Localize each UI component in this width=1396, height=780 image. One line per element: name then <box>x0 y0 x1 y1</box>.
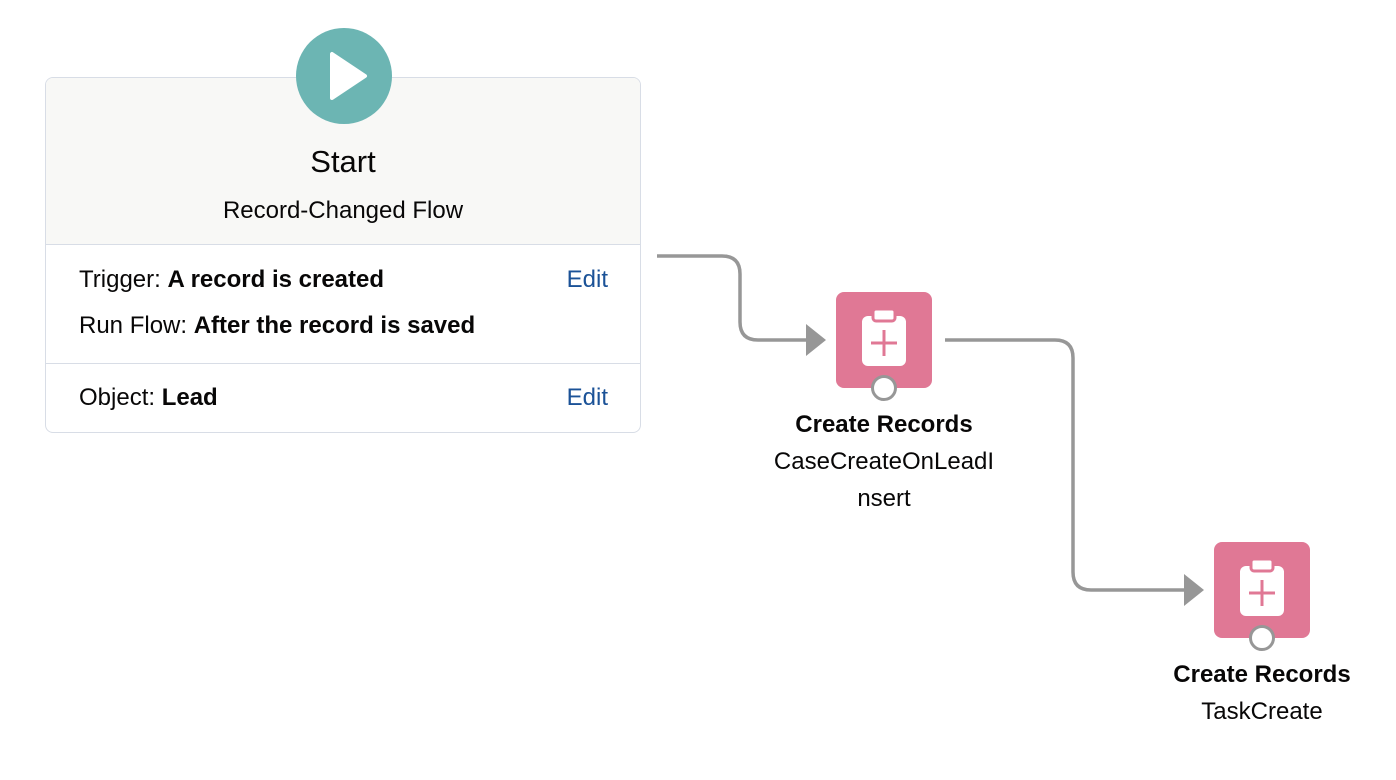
trigger-label: Trigger: <box>79 266 168 293</box>
element-type: Create Records <box>1173 661 1351 688</box>
object-label: Object: <box>79 384 162 411</box>
start-card-divider <box>46 363 640 364</box>
edit-trigger-link[interactable]: Edit <box>566 266 608 293</box>
connector-start-to-case <box>657 254 808 342</box>
add-element-connector[interactable] <box>1249 625 1275 651</box>
run-flow-label: Run Flow: <box>79 312 194 339</box>
connector-case-to-task <box>945 338 1186 592</box>
run-flow-value: After the record is saved <box>193 312 476 339</box>
arrowhead-case <box>806 324 826 356</box>
arrowhead-task <box>1184 574 1204 606</box>
element-name-line-1: CaseCreateOnLeadI <box>773 448 995 475</box>
edit-object-link[interactable]: Edit <box>566 384 608 411</box>
element-type: Create Records <box>795 411 973 438</box>
create-records-icon[interactable] <box>1214 542 1310 638</box>
trigger-value: A record is created <box>167 266 385 293</box>
run-flow-line: Run Flow: After the record is saved <box>79 312 475 340</box>
start-subtitle: Record-Changed Flow <box>222 197 464 224</box>
element-label-case-create: Create Records CaseCreateOnLeadI nsert <box>744 406 1024 517</box>
object-value: Lead <box>161 384 218 411</box>
create-records-icon[interactable] <box>836 292 932 388</box>
start-card[interactable]: Start Record-Changed Flow Trigger: A rec… <box>45 77 641 433</box>
element-label-task-create: Create Records TaskCreate <box>1142 656 1382 730</box>
element-name: TaskCreate <box>1201 698 1323 725</box>
object-line: Object: Lead <box>79 384 218 412</box>
play-icon[interactable] <box>296 28 392 124</box>
element-name-line-2: nsert <box>857 485 911 512</box>
trigger-line: Trigger: A record is created <box>79 266 384 294</box>
start-title: Start <box>310 144 376 179</box>
add-element-connector[interactable] <box>871 375 897 401</box>
